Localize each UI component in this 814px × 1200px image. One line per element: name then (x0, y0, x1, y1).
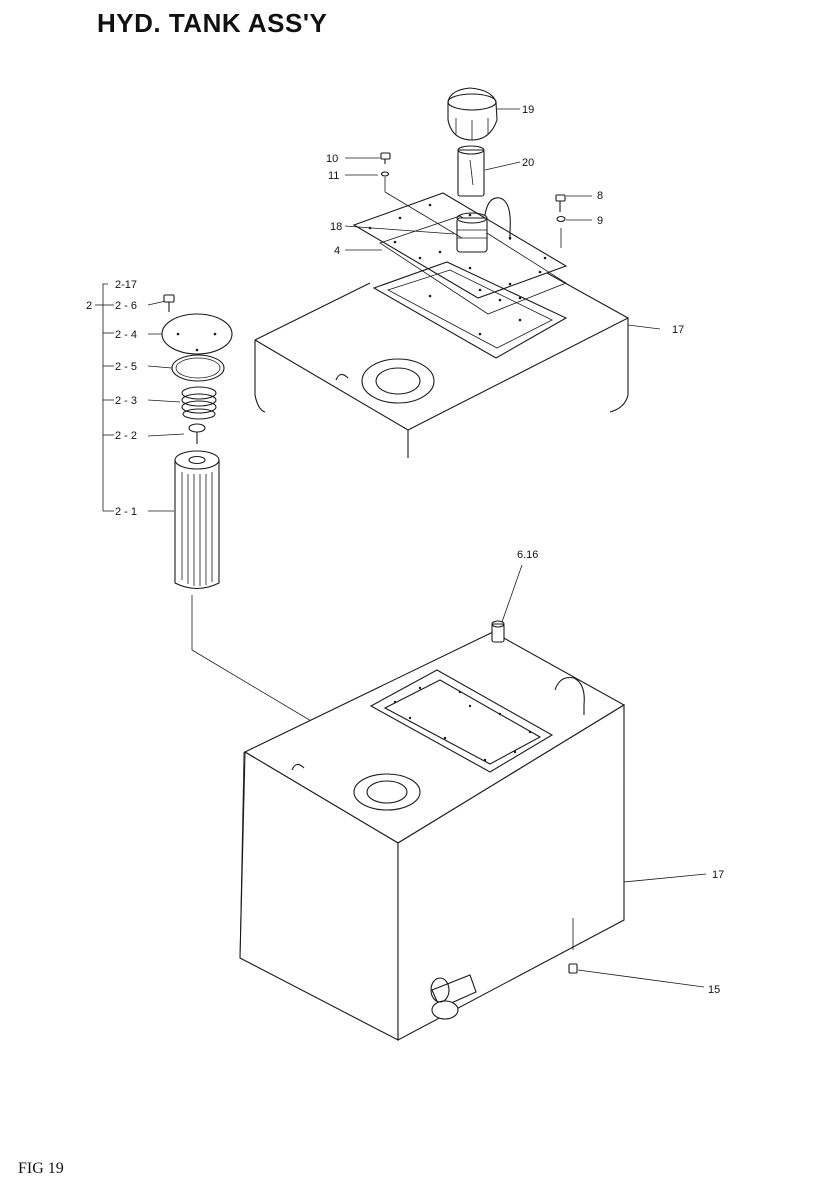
filter-assembly (95, 283, 381, 770)
upper-tank (254, 257, 661, 458)
callout-4: 4 (334, 245, 340, 257)
bolts-upper (380, 152, 566, 223)
callout-17-upper: 17 (672, 324, 684, 336)
callout-11: 11 (328, 170, 339, 182)
callout-17-lower: 17 (712, 869, 724, 881)
callout-2: 2 (86, 300, 92, 312)
callout-8: 8 (597, 190, 603, 202)
callout-2-6: 2 - 6 (115, 300, 137, 312)
callout-15: 15 (708, 984, 720, 996)
callout-labels: 19 20 10 11 8 9 18 4 17 2-17 2 2 - 6 2 -… (86, 104, 724, 996)
callout-6-16: 6.16 (517, 549, 538, 561)
callout-2-3: 2 - 3 (115, 395, 137, 407)
upper-leaders (344, 108, 592, 251)
callout-9: 9 (597, 215, 603, 227)
lower-leaders (501, 564, 707, 988)
callout-2-17: 2-17 (115, 279, 137, 291)
callout-20: 20 (522, 157, 534, 169)
figure-label: FIG 19 (18, 1160, 64, 1177)
filler-assembly (447, 87, 511, 253)
callout-2-2: 2 - 2 (115, 430, 137, 442)
callout-18: 18 (330, 221, 342, 233)
callout-2-5: 2 - 5 (115, 361, 137, 373)
callout-2-1: 2 - 1 (115, 506, 137, 518)
callout-10: 10 (326, 153, 338, 165)
lower-tank (239, 620, 626, 1041)
callout-2-4: 2 - 4 (115, 329, 137, 341)
callout-19: 19 (522, 104, 534, 116)
page-title: HYD. TANK ASS'Y (97, 8, 328, 38)
